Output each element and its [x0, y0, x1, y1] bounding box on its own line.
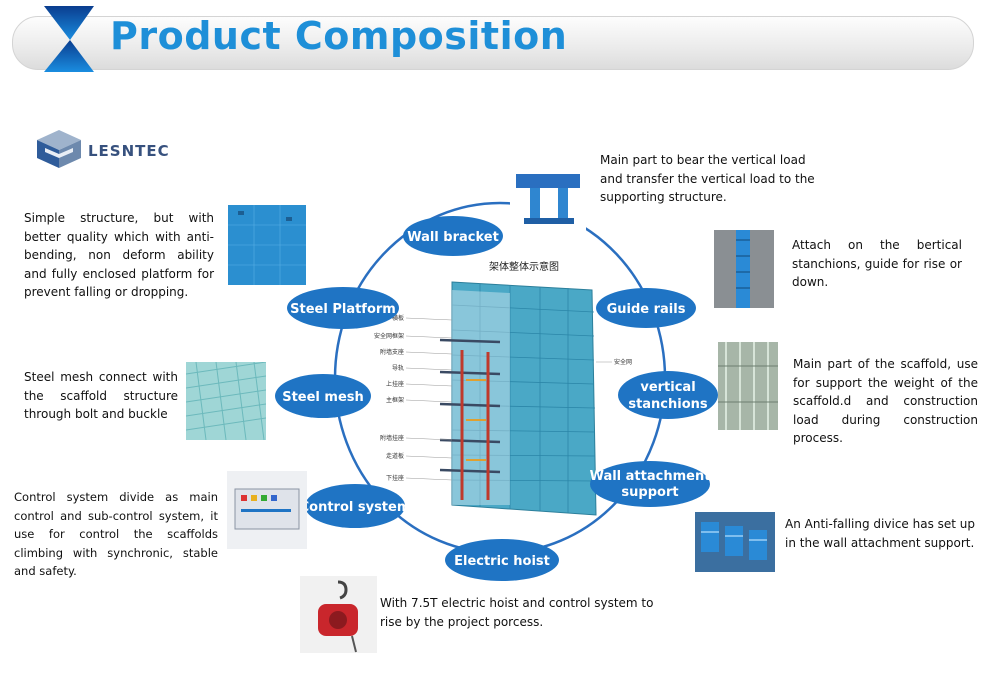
svg-text:Guide rails: Guide rails	[607, 302, 686, 317]
inner-label: 主框架	[386, 396, 404, 404]
wall-bracket-photo	[510, 166, 586, 232]
inner-label: 上挂座	[386, 380, 404, 388]
inner-label: 附墙支座	[380, 348, 404, 356]
svg-text:stanchions: stanchions	[628, 397, 708, 412]
svg-text:vertical: vertical	[640, 380, 695, 395]
node-vertical-stanchions[interactable]: vertical stanchions	[618, 371, 718, 419]
center-caption: 架体整体示意图	[489, 260, 559, 273]
logo-text: LESNTEC	[88, 142, 170, 160]
svg-text:support: support	[621, 485, 678, 500]
wall-attachment-description: An Anti-falling divice has set up in the…	[785, 517, 976, 550]
steel-platform-photo	[228, 205, 306, 285]
inner-label-right: 安全网	[614, 358, 632, 366]
inner-label: 走道板	[386, 452, 404, 460]
node-wall-bracket[interactable]: Wall bracket	[403, 216, 503, 256]
vertical-stanchions-description: Main part of the scaffold, use for suppo…	[793, 357, 978, 445]
node-wall-attachment-support[interactable]: Wall attachment support	[590, 461, 711, 507]
guide-rails-description: Attach on the bertical stanchions, guide…	[792, 238, 962, 289]
node-control-system[interactable]: Control system	[300, 484, 411, 528]
svg-text:Wall bracket: Wall bracket	[407, 230, 499, 245]
inner-label: 附墙挂座	[380, 434, 404, 442]
steel-platform-description: Simple structure, but with better qualit…	[24, 211, 214, 299]
node-guide-rails[interactable]: Guide rails	[596, 288, 696, 328]
inner-label: 横板	[392, 314, 404, 322]
svg-text:Control system: Control system	[300, 500, 411, 515]
banner-emblem-icon	[44, 6, 94, 72]
inner-label: 导轨	[392, 364, 404, 372]
vertical-stanchions-photo	[718, 342, 778, 430]
steel-mesh-description: Steel mesh connect with the scaffold str…	[24, 370, 178, 421]
svg-text:Wall attachment: Wall attachment	[590, 469, 711, 484]
title-banner	[12, 16, 974, 70]
control-system-description: Control system divide as main control an…	[14, 490, 218, 578]
steel-mesh-photo	[186, 362, 266, 440]
svg-text:Electric hoist: Electric hoist	[454, 554, 550, 569]
wall-attachment-photo	[695, 512, 775, 572]
electric-hoist-photo	[300, 576, 377, 653]
scaffold-illustration: 架体整体示意图 横板 安全网框架 附墙支座 导轨 上挂座 主框架 附墙挂座 走道…	[374, 260, 632, 516]
node-steel-platform[interactable]: Steel Platform	[287, 287, 399, 329]
lesntec-logo-icon	[37, 130, 81, 168]
node-electric-hoist[interactable]: Electric hoist	[445, 539, 559, 581]
inner-label: 安全网框架	[374, 332, 404, 340]
electric-hoist-description: With 7.5T electric hoist and control sys…	[380, 596, 654, 629]
control-system-photo	[227, 471, 307, 549]
inner-label: 下挂座	[386, 474, 404, 482]
svg-text:Steel Platform: Steel Platform	[290, 302, 396, 317]
svg-text:Steel mesh: Steel mesh	[282, 390, 364, 405]
guide-rails-photo	[714, 230, 774, 308]
wall-bracket-description: Main part to bear the vertical load and …	[600, 153, 815, 204]
page-title: Product Composition	[110, 14, 568, 58]
node-steel-mesh[interactable]: Steel mesh	[275, 374, 371, 418]
